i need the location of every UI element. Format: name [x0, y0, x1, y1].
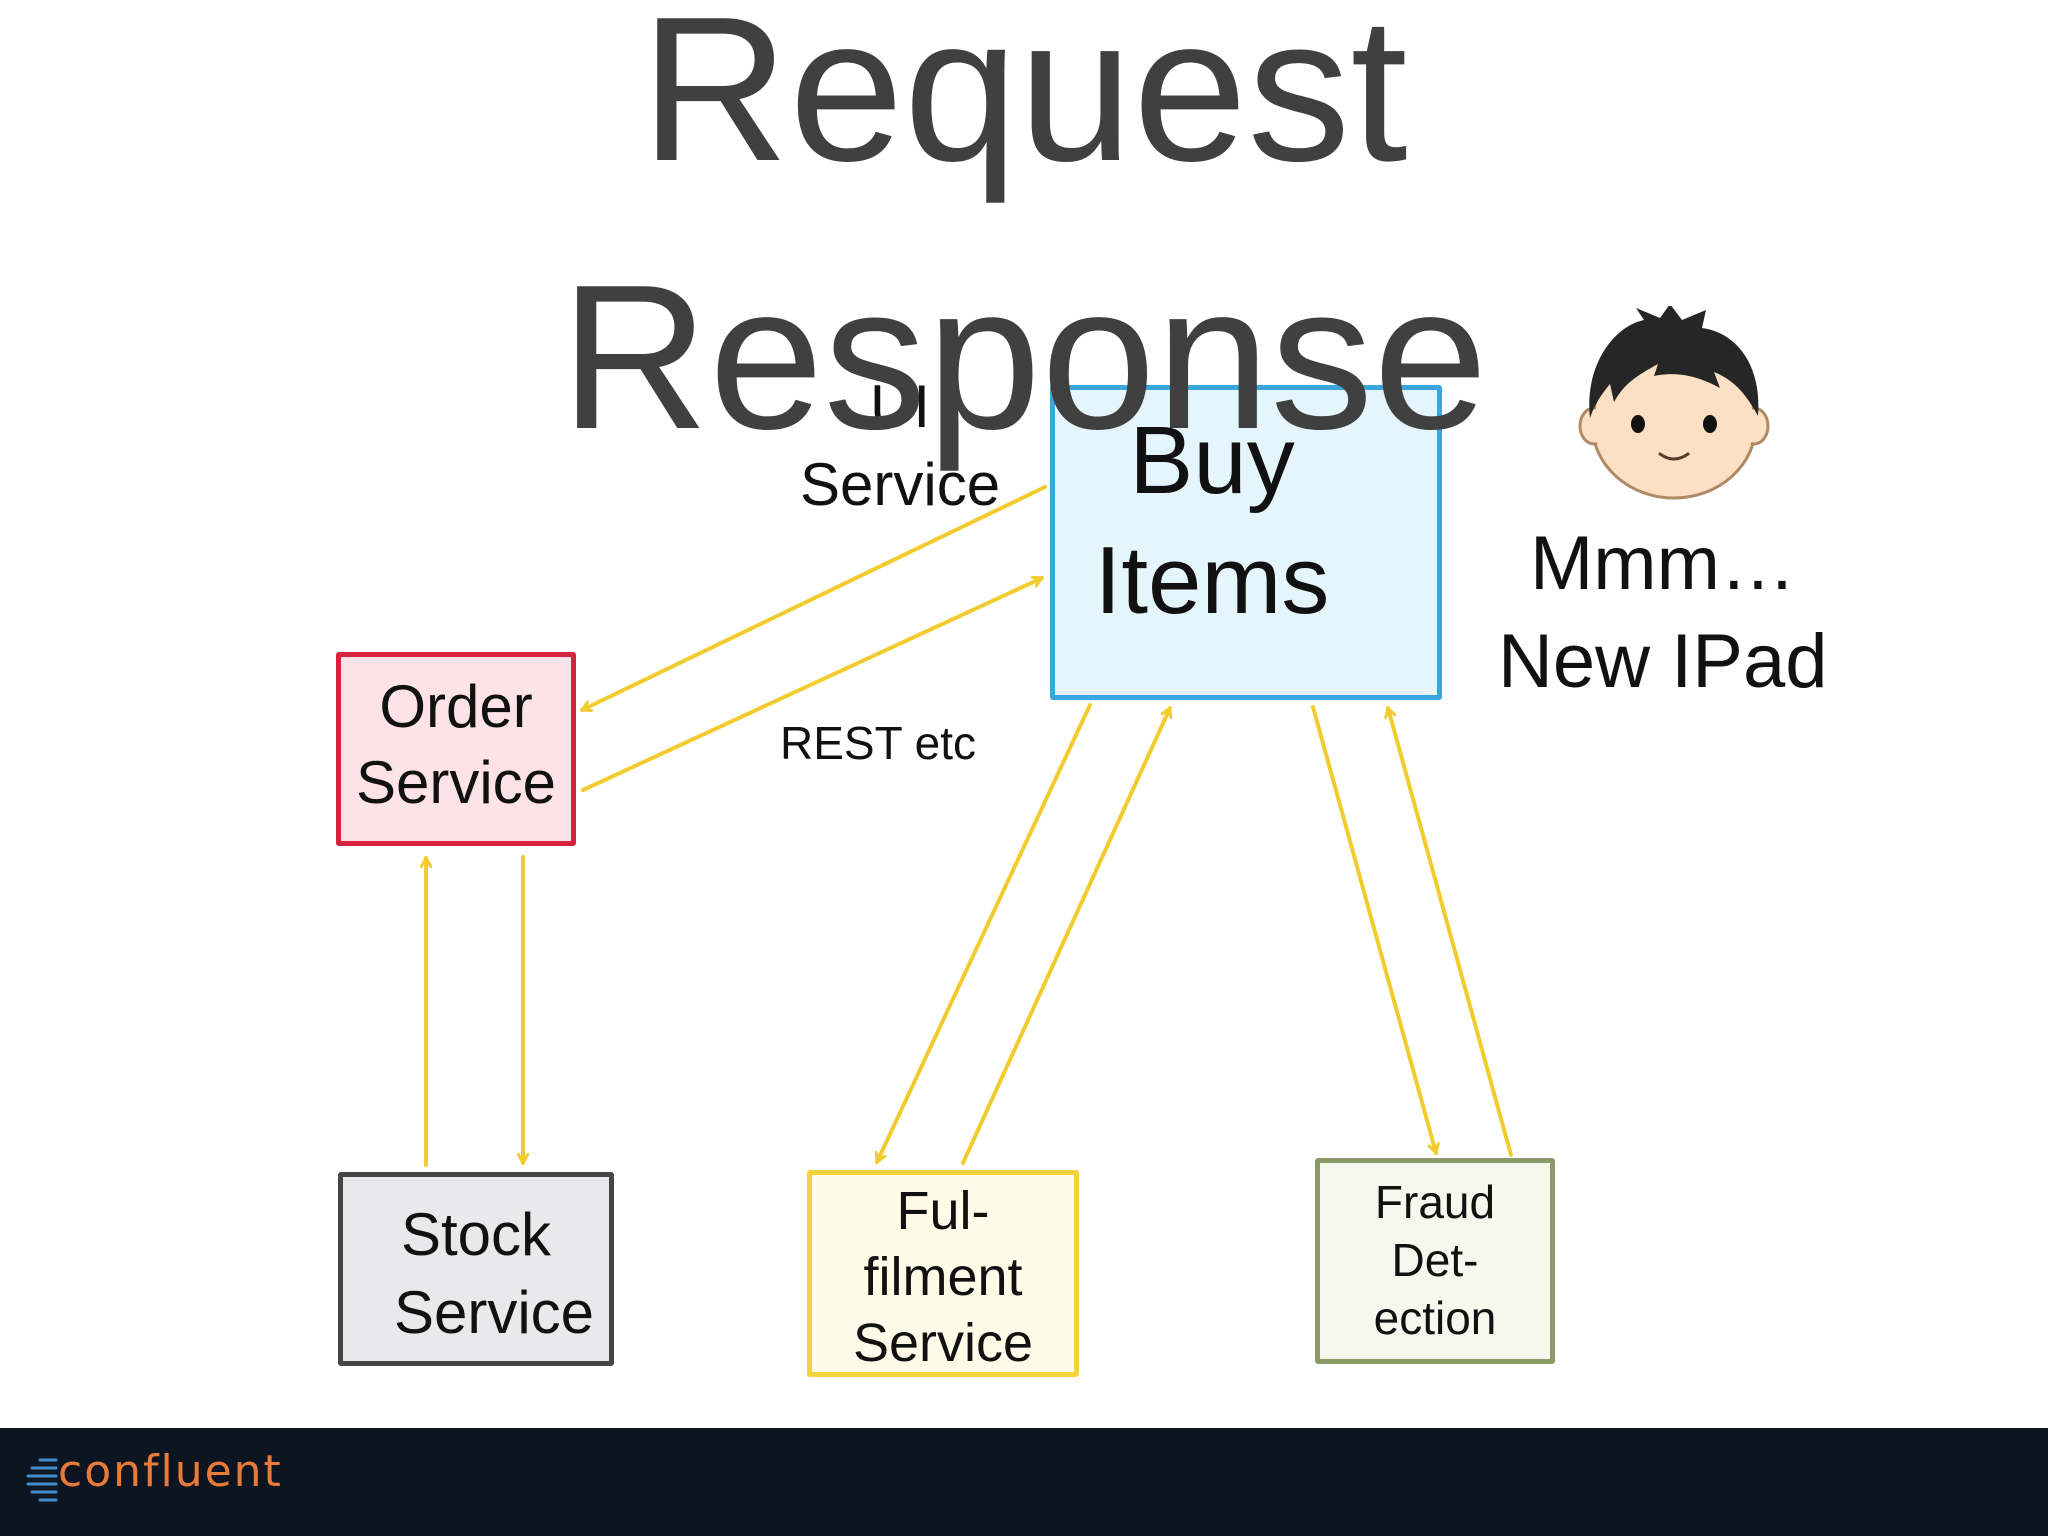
arrow-buyitems-to-order [580, 485, 1047, 710]
fraud-label-line3: ection [1373, 1292, 1497, 1344]
rest-label: REST etc [780, 717, 976, 769]
slide-title-line2: Response [560, 242, 1488, 472]
stock-service-label-line2: Service [393, 1279, 595, 1346]
thought-text-line2: New IPad [1498, 619, 1828, 704]
fulfilment-service-node [807, 1170, 1079, 1377]
slide-title-line1: Request [640, 0, 1408, 204]
fraud-label-line2: Det- [1391, 1234, 1479, 1286]
footer-bar [0, 1428, 2048, 1536]
buy-items-node [1050, 385, 1442, 700]
fulfilment-label-line3: Service [852, 1313, 1034, 1373]
order-service-label-line1: Order [379, 673, 533, 740]
fulfilment-label-line2: filment [863, 1247, 1023, 1307]
stock-service-label-line1: Stock [400, 1201, 552, 1268]
confluent-logo-icon [26, 1458, 58, 1502]
arrow-buyitems-to-fraud [1311, 705, 1436, 1155]
arrow-fraud-to-buyitems [1388, 706, 1513, 1157]
ui-service-label-line1: UI [870, 373, 930, 440]
thought-text-line1: Mmm… [1530, 521, 1796, 606]
fraud-detection-node [1315, 1158, 1555, 1364]
stock-service-node [338, 1172, 614, 1366]
fulfilment-label-line1: Ful- [896, 1181, 990, 1241]
ui-service-label-line2: Service [800, 451, 1001, 518]
order-service-node [336, 652, 576, 846]
buy-items-label-line2: Items [1094, 527, 1330, 634]
arrow-order-to-buyitems [581, 578, 1044, 792]
arrow-buyitems-to-fulfilment [877, 703, 1092, 1164]
boy-face-icon [1578, 306, 1770, 500]
order-service-label-line2: Service [355, 749, 557, 816]
fraud-label-line1: Fraud [1374, 1176, 1496, 1228]
arrow-fulfilment-to-buyitems [961, 706, 1170, 1165]
buy-items-label-line1: Buy [1129, 407, 1295, 514]
brand-wordmark: confluent [58, 1446, 283, 1497]
